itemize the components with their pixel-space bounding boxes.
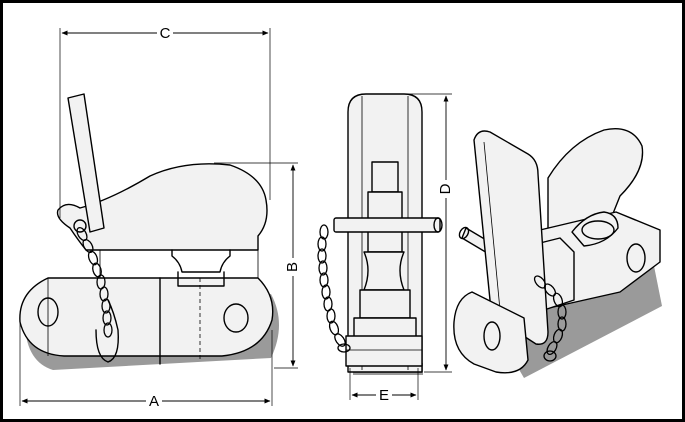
dimension-d: D: [404, 93, 454, 373]
iso-back-plate: [547, 128, 644, 233]
dimension-c-label: C: [160, 25, 171, 42]
dimension-e-label: E: [379, 387, 389, 404]
side-view-safety-chain: [76, 226, 119, 363]
dimension-a-label: A: [149, 393, 159, 410]
side-view-base-plate: [19, 277, 274, 357]
dimension-d-label: D: [437, 183, 454, 194]
front-view-pivot-pin: [333, 217, 441, 233]
dimension-a: A: [19, 320, 273, 410]
dimension-e: E: [349, 368, 419, 404]
iso-left-hole: [483, 321, 501, 351]
isometric-view: [453, 128, 662, 378]
side-view-cam-body: [56, 163, 268, 251]
front-view: [317, 93, 443, 375]
front-view-safety-chain: [317, 224, 351, 353]
side-view-right-hole: [223, 303, 249, 333]
side-view: [19, 93, 279, 370]
dimension-c: C: [59, 25, 271, 218]
side-view-lever-handle: [67, 93, 105, 233]
iso-safety-chain: [533, 275, 567, 362]
dimension-b-label: B: [284, 262, 301, 272]
dimension-b: B: [214, 162, 301, 369]
side-view-left-hole: [37, 297, 59, 327]
iso-front-jaw: [453, 291, 529, 374]
iso-right-hole: [626, 243, 646, 273]
